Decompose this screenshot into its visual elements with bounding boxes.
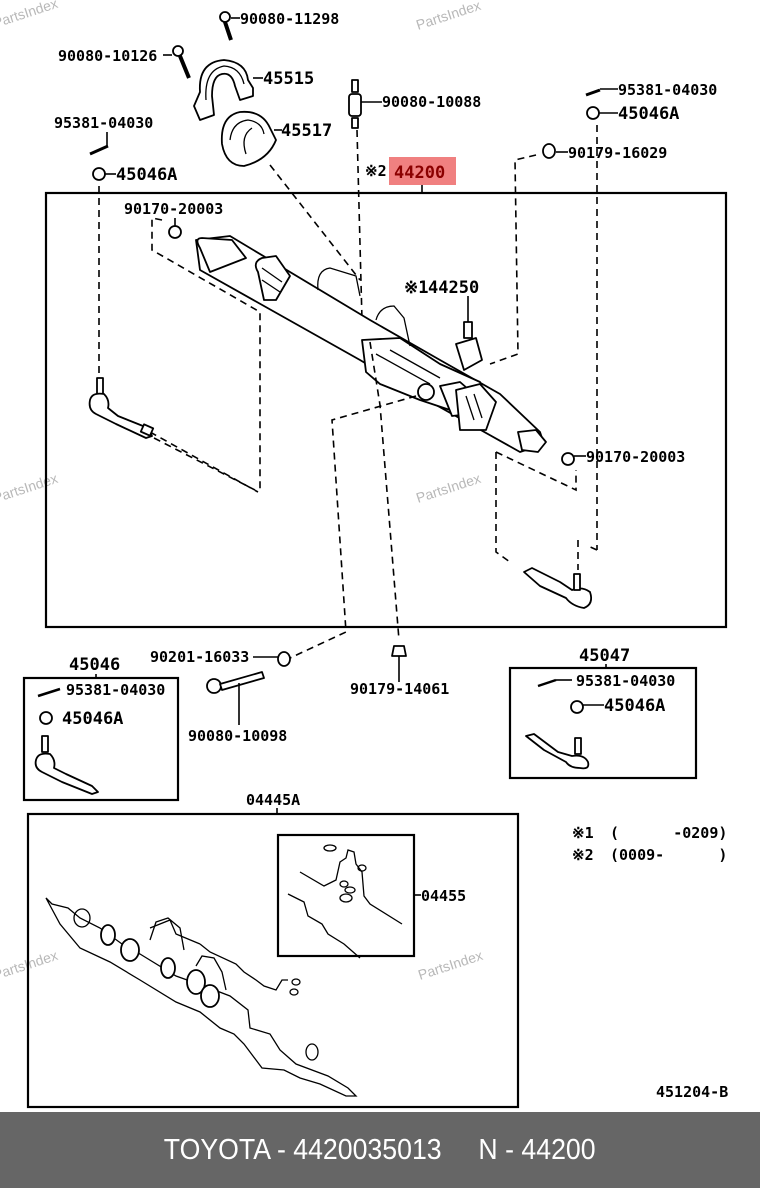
label-bracket[interactable]: 45515: [263, 69, 314, 89]
label-nut-bottom[interactable]: 90179-14061: [350, 680, 449, 698]
castle-nut-left-icon: [92, 167, 106, 181]
kit-frame: [26, 812, 520, 1109]
castle-nut-right-icon: [586, 106, 600, 120]
box-45047-nut[interactable]: 45046A: [604, 696, 665, 716]
box-45047-nut-icon: [570, 700, 584, 714]
label-bushing[interactable]: 45517: [281, 121, 332, 141]
label-cotter-pin-left[interactable]: 95381-04030: [54, 114, 153, 132]
parts-diagram: PartsIndex PartsIndex PartsIndex PartsIn…: [0, 0, 728, 1109]
note-2-range: (0009- ): [610, 846, 727, 864]
label-bolt-left[interactable]: 90080-10126: [58, 47, 157, 65]
label-main-assembly[interactable]: 44200: [394, 163, 445, 183]
bushing-icon: [220, 110, 277, 167]
label-cotter-pin-right[interactable]: 95381-04030: [618, 81, 717, 99]
box-45047-pin[interactable]: 95381-04030: [576, 672, 675, 690]
footer-text: TOYOTA - 4420035013 N - 44200: [164, 1134, 596, 1167]
label-washer-right[interactable]: 90179-16029: [568, 144, 667, 162]
watermark: PartsIndex: [416, 947, 485, 983]
bolt-top-icon: [219, 11, 240, 41]
main-assembly-prefix: ※2: [365, 162, 387, 180]
box-45046-title[interactable]: 45046: [69, 655, 120, 675]
label-bolt-top[interactable]: 90080-11298: [240, 10, 339, 28]
label-union-bolt[interactable]: 90080-10088: [382, 93, 481, 111]
label-nut-right[interactable]: 45046A: [618, 104, 679, 124]
bracket-icon: [193, 59, 254, 121]
box-45046-nut[interactable]: 45046A: [62, 709, 123, 729]
subkit-seals-icon: [287, 844, 403, 959]
box-45046-pin[interactable]: 95381-04030: [66, 681, 165, 699]
label-washer-bottom[interactable]: 90201-16033: [150, 648, 249, 666]
main-assembly-highlight: [389, 157, 456, 185]
nut-upper-left-icon: [168, 225, 182, 239]
box-45046: [22, 676, 180, 802]
box-45047: [508, 666, 698, 780]
note-1-range: ( -0209): [610, 824, 727, 842]
kit-title[interactable]: 04445A: [246, 791, 300, 809]
label-bolt-bottom[interactable]: 90080-10098: [188, 727, 287, 745]
washer-right-icon: [542, 143, 556, 159]
watermark: PartsIndex: [0, 470, 60, 506]
tie-rod-end-right-icon: [523, 567, 593, 609]
label-valve[interactable]: 44250: [428, 278, 479, 298]
main-assembly-frame: [44, 191, 728, 629]
box-45046-tie-rod-icon: [34, 735, 99, 795]
box-45046-nut-icon: [39, 711, 53, 725]
subkit-frame: [276, 833, 416, 958]
label-nut-left[interactable]: 45046A: [116, 165, 177, 185]
box-45047-title[interactable]: 45047: [579, 646, 630, 666]
note-1-mark: ※1: [572, 824, 594, 842]
label-nut-lower-right[interactable]: 90170-20003: [586, 448, 685, 466]
watermark: PartsIndex: [0, 0, 60, 31]
footer-bar: TOYOTA - 4420035013 N - 44200: [0, 1112, 760, 1188]
union-bolt-icon: [348, 79, 362, 129]
note-2-mark: ※2: [572, 846, 594, 864]
washer-bottom-icon: [277, 651, 291, 667]
footer-brand-part: TOYOTA - 4420035013: [164, 1133, 442, 1166]
valve-prefix: ※1: [404, 278, 428, 298]
bolt-left-icon: [163, 45, 191, 79]
label-nut-upper-left[interactable]: 90170-20003: [124, 200, 223, 218]
watermark: PartsIndex: [414, 470, 483, 506]
footer-ref: N - 44200: [478, 1133, 596, 1166]
nut-bottom-icon: [391, 645, 407, 657]
watermark: PartsIndex: [414, 0, 483, 33]
box-45047-tie-rod-icon: [525, 733, 590, 770]
bolt-bottom-icon: [206, 671, 265, 694]
watermark: PartsIndex: [0, 947, 60, 983]
subkit-label[interactable]: 04455: [421, 887, 466, 905]
nut-lower-right-icon: [561, 452, 575, 466]
kit-rack-icon: [45, 897, 358, 1097]
figure-id: 451204-B: [656, 1083, 728, 1101]
tie-rod-end-left-icon: [88, 377, 155, 439]
